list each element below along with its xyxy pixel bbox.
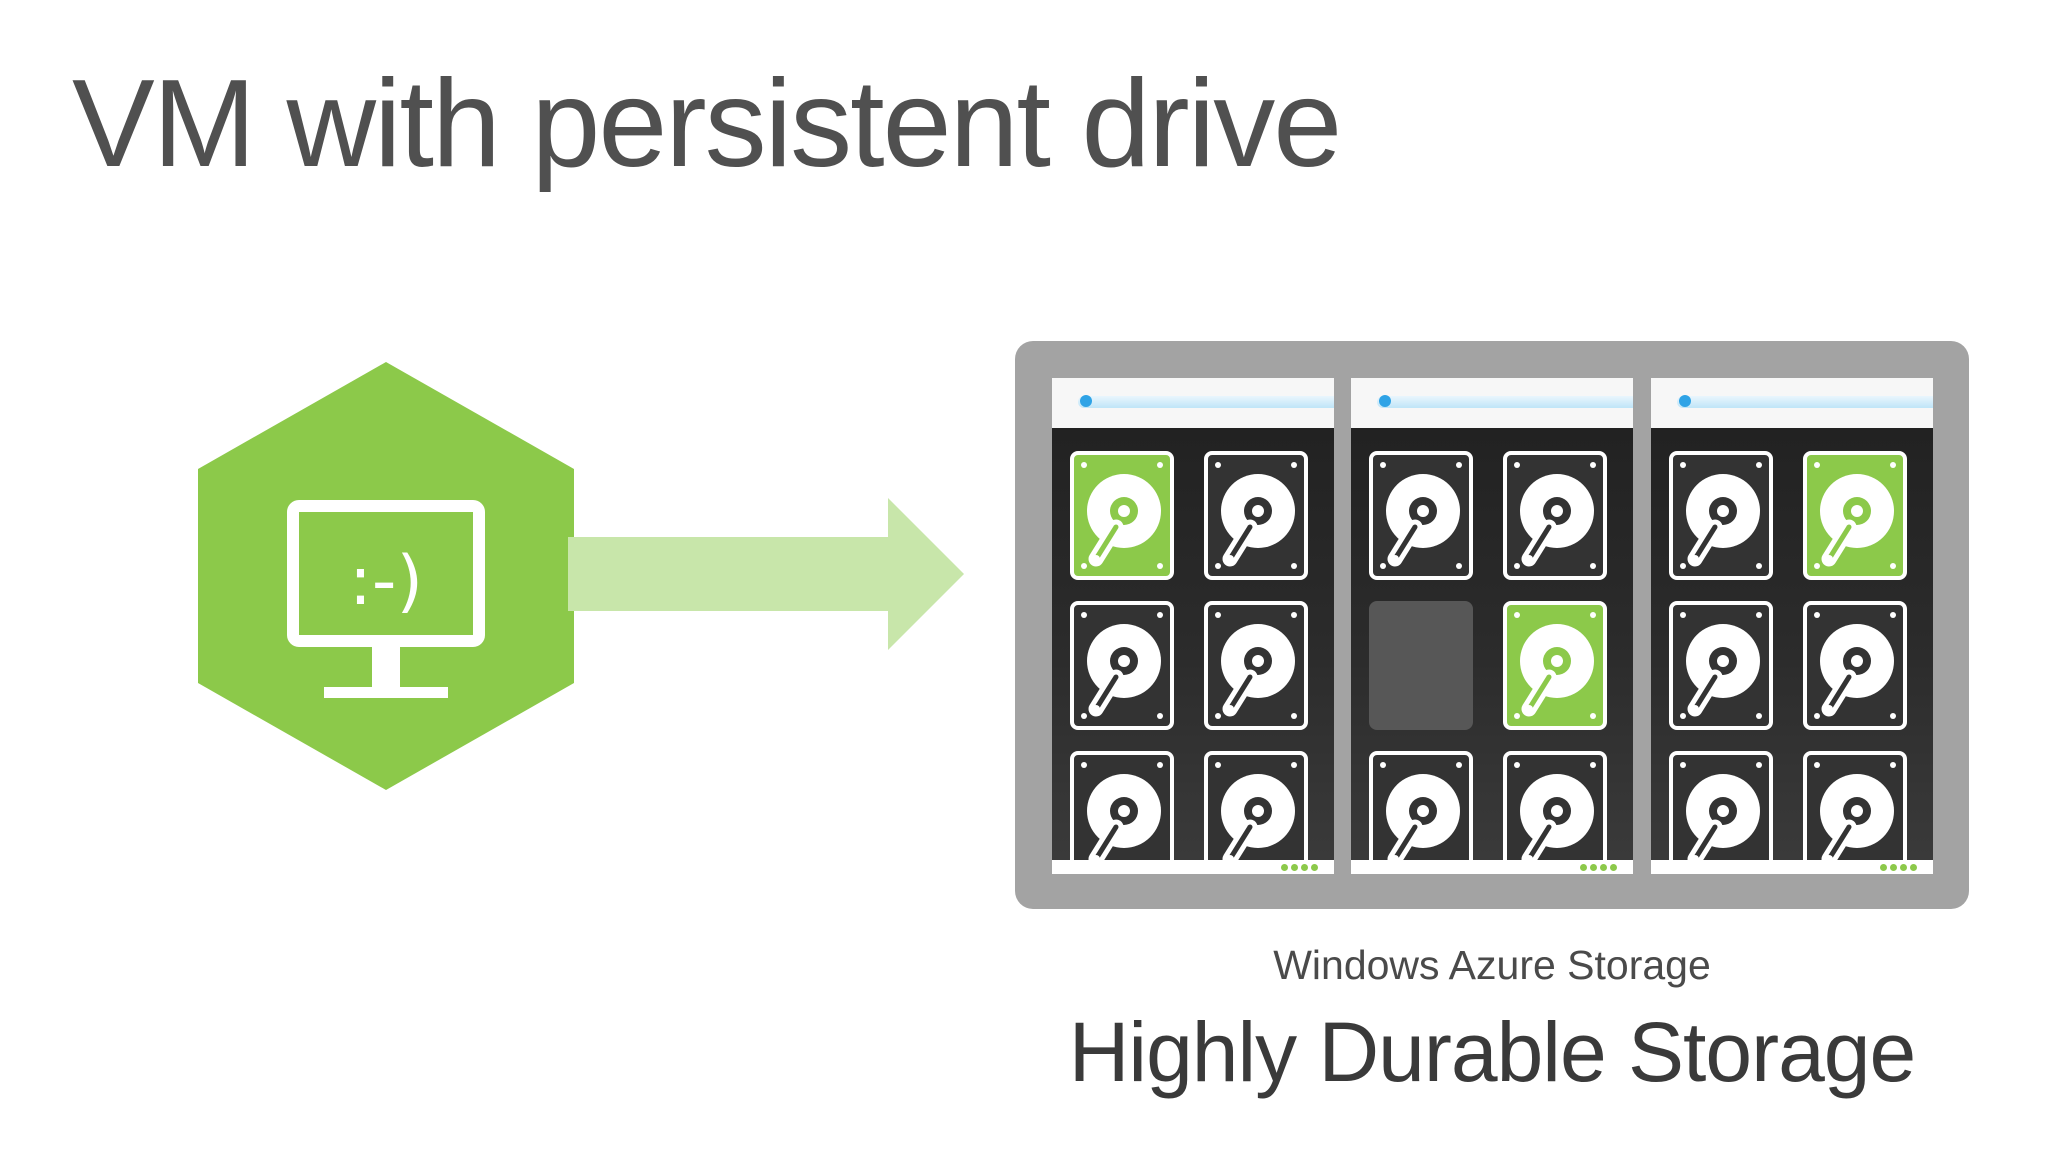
hard-drive-icon <box>1803 751 1907 860</box>
storage-cluster <box>1015 341 1969 909</box>
vm-hexagon: :-) <box>198 362 574 790</box>
status-dot <box>1311 864 1318 871</box>
hard-drive-icon <box>1070 751 1174 860</box>
slide-title: VM with persistent drive <box>72 55 1342 193</box>
hard-drive-icon <box>1204 751 1308 860</box>
storage-caption: Windows Azure Storage <box>1273 942 1711 988</box>
arrow-right-icon <box>568 498 968 650</box>
status-dot <box>1610 864 1617 871</box>
vm-screen-text: :-) <box>349 542 423 621</box>
storage-rack-2 <box>1351 378 1633 874</box>
status-dot <box>1590 864 1597 871</box>
hard-drive-icon <box>1503 751 1607 860</box>
active-hard-drive-icon <box>1803 451 1907 580</box>
rack-status-dots <box>1580 864 1617 871</box>
rack-status-led <box>1679 395 1691 407</box>
hard-drive-icon <box>1369 751 1473 860</box>
hard-drive-icon <box>1070 601 1174 730</box>
storage-headline: Highly Durable Storage <box>1068 1005 1916 1099</box>
status-dot <box>1580 864 1587 871</box>
status-dot <box>1880 864 1887 871</box>
active-hard-drive-icon <box>1503 601 1607 730</box>
hard-drive-icon <box>1503 451 1607 580</box>
monitor-icon: :-) <box>287 500 485 698</box>
rack-status-dots <box>1281 864 1318 871</box>
hard-drive-icon <box>1803 601 1907 730</box>
active-hard-drive-icon <box>1070 451 1174 580</box>
empty-drive-slot <box>1369 601 1473 730</box>
status-dot <box>1900 864 1907 871</box>
rack-status-led <box>1080 395 1092 407</box>
status-dot <box>1890 864 1897 871</box>
status-dot <box>1291 864 1298 871</box>
hard-drive-icon <box>1669 751 1773 860</box>
hard-drive-icon <box>1669 601 1773 730</box>
hard-drive-icon <box>1369 451 1473 580</box>
hard-drive-icon <box>1204 451 1308 580</box>
hard-drive-icon <box>1204 601 1308 730</box>
storage-rack-3 <box>1651 378 1933 874</box>
rack-status-dots <box>1880 864 1917 871</box>
status-dot <box>1301 864 1308 871</box>
status-dot <box>1600 864 1607 871</box>
rack-status-led <box>1379 395 1391 407</box>
storage-rack-1 <box>1052 378 1334 874</box>
status-dot <box>1910 864 1917 871</box>
status-dot <box>1281 864 1288 871</box>
hard-drive-icon <box>1669 451 1773 580</box>
